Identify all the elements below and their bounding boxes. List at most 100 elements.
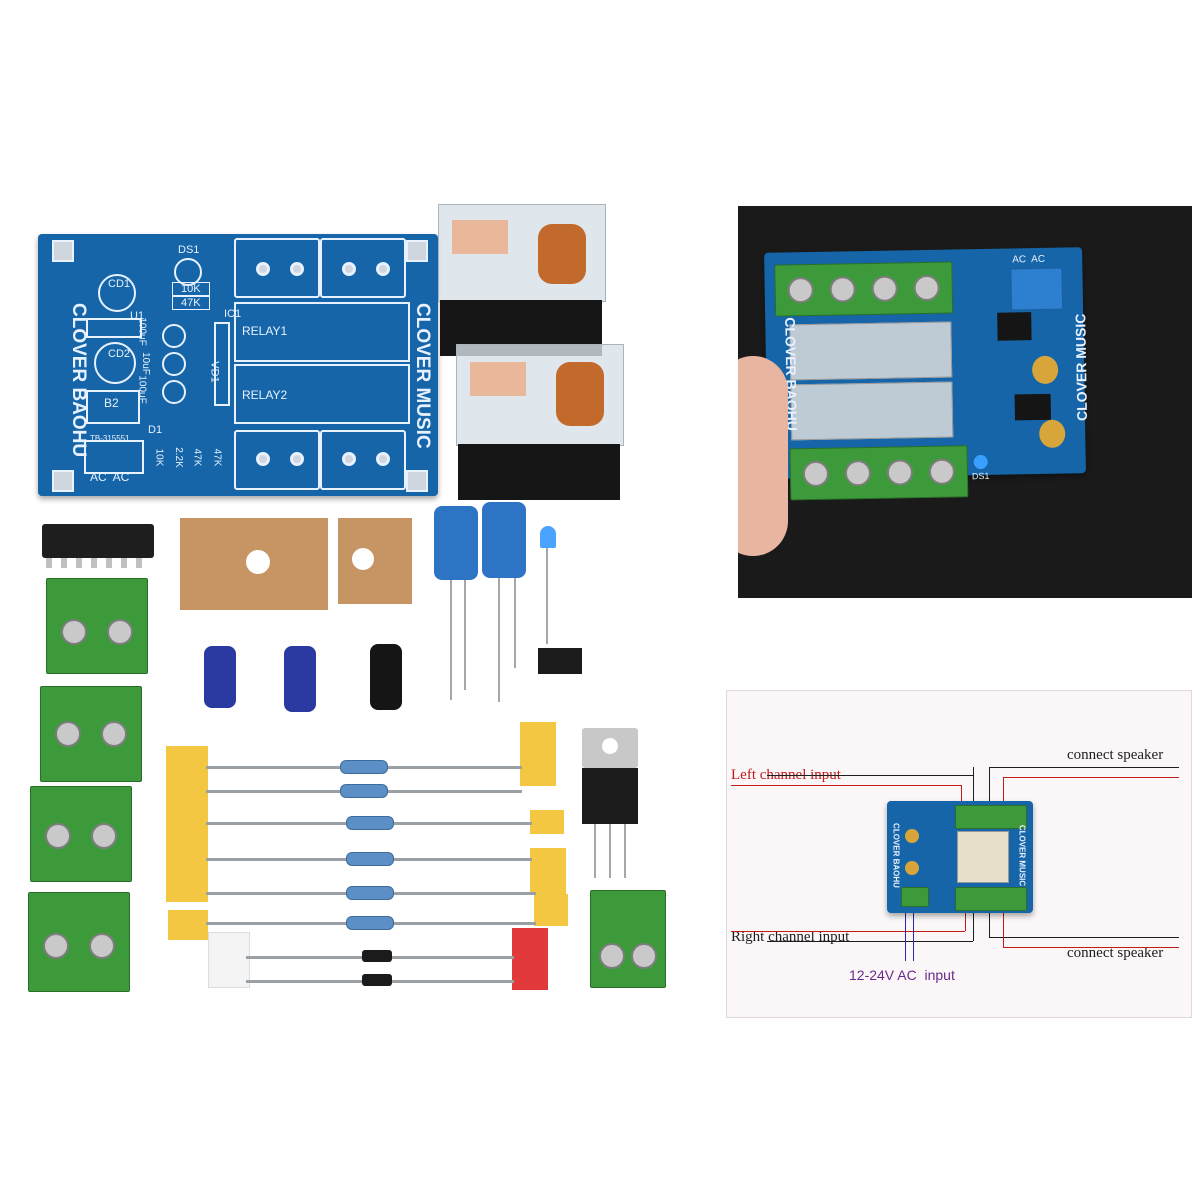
photo-ds1: DS1: [971, 470, 990, 482]
insulation-pad: [338, 518, 412, 604]
hand: [738, 356, 788, 556]
relay: [789, 321, 953, 381]
label-d1: D1: [148, 424, 163, 436]
diagram-board-left: CLOVER BAOHU: [891, 823, 901, 888]
tape-strip: [530, 848, 566, 894]
wire-line: [905, 897, 906, 961]
u1-footprint: [86, 318, 142, 338]
led: [540, 526, 556, 548]
mount-hole: [52, 470, 74, 492]
label-b2: B2: [104, 396, 119, 410]
speaker-bottom-label: connect speaker: [1067, 945, 1164, 961]
wire-line: [1003, 777, 1004, 803]
label-vd1: VD1: [208, 361, 221, 383]
wire-line: [913, 897, 914, 961]
capacitor: [1039, 419, 1066, 449]
pad-hole: [376, 262, 390, 276]
wire-line: [1003, 777, 1179, 778]
ac-terminal-footprint: [84, 440, 144, 474]
terminal-pad: [234, 430, 320, 490]
screw-icon: [45, 823, 71, 849]
wire-line: [767, 775, 973, 776]
capacitor-lead: [450, 580, 452, 700]
terminal-pad: [320, 238, 406, 298]
pad-hole: [256, 452, 270, 466]
ac-terminal: [901, 887, 929, 907]
screw-icon: [787, 276, 814, 304]
insulation-pad: [180, 518, 328, 610]
ac-terminal: [1010, 267, 1064, 311]
label-100uf-a: 100uF: [136, 317, 148, 346]
pad-hole: [342, 262, 356, 276]
wire-line: [989, 937, 1179, 938]
screw-icon: [871, 275, 898, 302]
ic-pins: [46, 558, 150, 568]
tape-strip: [520, 722, 556, 786]
screw-icon: [844, 459, 872, 487]
screw-icon: [101, 721, 127, 747]
tape-strip: [166, 746, 208, 856]
label-ic1: IC1: [224, 308, 242, 320]
wire-line: [973, 913, 974, 941]
screw-icon: [61, 619, 87, 645]
speaker-top-label: connect speaker: [1067, 747, 1164, 763]
screw-icon: [829, 276, 856, 303]
regulator-lead: [624, 824, 626, 878]
pad-hole: [256, 262, 270, 276]
label-10k: 10K: [172, 282, 210, 296]
relay-outline: [234, 364, 410, 424]
voltage-regulator: [582, 728, 638, 768]
resistor: [346, 886, 394, 900]
screw-icon: [91, 823, 117, 849]
mount-hole: [406, 470, 428, 492]
label-ds1: DS1: [178, 244, 200, 256]
label-10uf: 10uF: [139, 352, 151, 375]
screw-terminal-2pin: [590, 890, 666, 988]
small-cap-footprint: [162, 352, 186, 376]
bridge-rectifier: [538, 648, 582, 674]
assembled-pcb: CLOVER BAOHU CLOVER MUSIC AC AC DS1: [764, 247, 1090, 501]
small-cap-footprint: [162, 380, 186, 404]
screw-terminal: [955, 887, 1027, 911]
resistor: [340, 760, 388, 774]
capacitor: [1031, 355, 1059, 385]
relay-outline: [234, 302, 410, 362]
capacitor-lead: [498, 578, 500, 702]
screw-terminal: [774, 261, 954, 317]
screw-terminal: [28, 892, 130, 992]
capacitor-lead: [514, 578, 516, 668]
screw-icon: [802, 460, 830, 488]
wire-line: [965, 913, 966, 931]
led-footprint: [174, 258, 202, 286]
wire-line: [731, 785, 961, 786]
wire-line: [989, 913, 990, 937]
mount-hole: [52, 240, 74, 262]
screw-icon: [631, 943, 657, 969]
capacitor: [905, 829, 919, 843]
pad-hole: [342, 452, 356, 466]
tape-strip: [166, 850, 208, 902]
capacitor: [905, 861, 919, 875]
cap-footprint-cd1: [98, 274, 136, 312]
wiring-diagram: Left channel input connect speaker Right…: [726, 690, 1192, 1018]
photo-board-right: CLOVER MUSIC: [1072, 313, 1091, 422]
screw-icon: [913, 274, 940, 302]
resistor: [340, 784, 388, 798]
capacitor: [370, 644, 402, 710]
regulator: [1014, 393, 1052, 421]
screw-terminal: [789, 445, 969, 501]
label-47k: 47K: [172, 296, 210, 310]
regulator-lead: [609, 824, 611, 878]
cap-footprint-cd2: [94, 342, 136, 384]
led-lead: [546, 548, 548, 644]
pad-hole: [376, 452, 390, 466]
small-cap-footprint: [162, 324, 186, 348]
photo-ac-label: AC AC: [1012, 253, 1046, 266]
wire-line: [1003, 947, 1179, 948]
wire-line: [989, 767, 990, 803]
tape-strip: [530, 810, 564, 834]
tape-strip: [168, 910, 208, 940]
screw-icon: [43, 933, 69, 959]
wire-line: [731, 931, 965, 932]
capacitor: [204, 646, 236, 708]
